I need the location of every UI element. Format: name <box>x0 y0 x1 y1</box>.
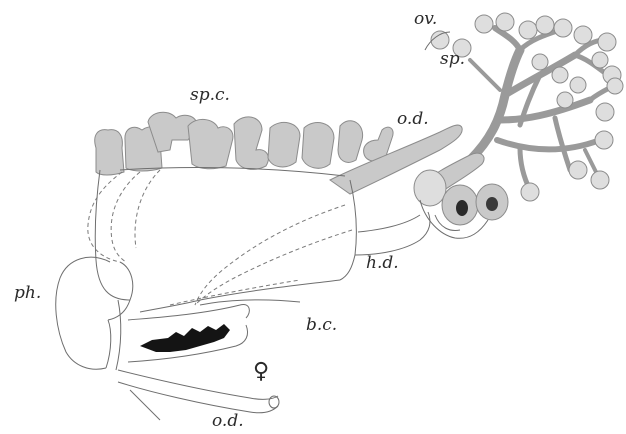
reproductive-body <box>88 168 430 312</box>
pharynx <box>56 257 133 370</box>
label-hermaphrodite-duct: h.d. <box>366 253 399 273</box>
label-pharynx: ph. <box>14 283 41 303</box>
label-ovary: ov. <box>414 9 437 29</box>
label-spermatheca: sp. <box>440 49 465 69</box>
label-bursa-copulatrix: b.c. <box>306 315 337 335</box>
label-spermathecal-chambers: sp.c. <box>190 85 230 105</box>
label-oviduct-lower: o.d. <box>212 411 244 431</box>
female-symbol: ♀ <box>253 359 269 384</box>
label-oviduct-upper: o.d. <box>397 109 429 129</box>
hermaphrodite-duct-coils <box>414 170 508 238</box>
spermathecal-chambers <box>95 112 393 175</box>
dark-sclerotized-structure <box>140 324 230 352</box>
